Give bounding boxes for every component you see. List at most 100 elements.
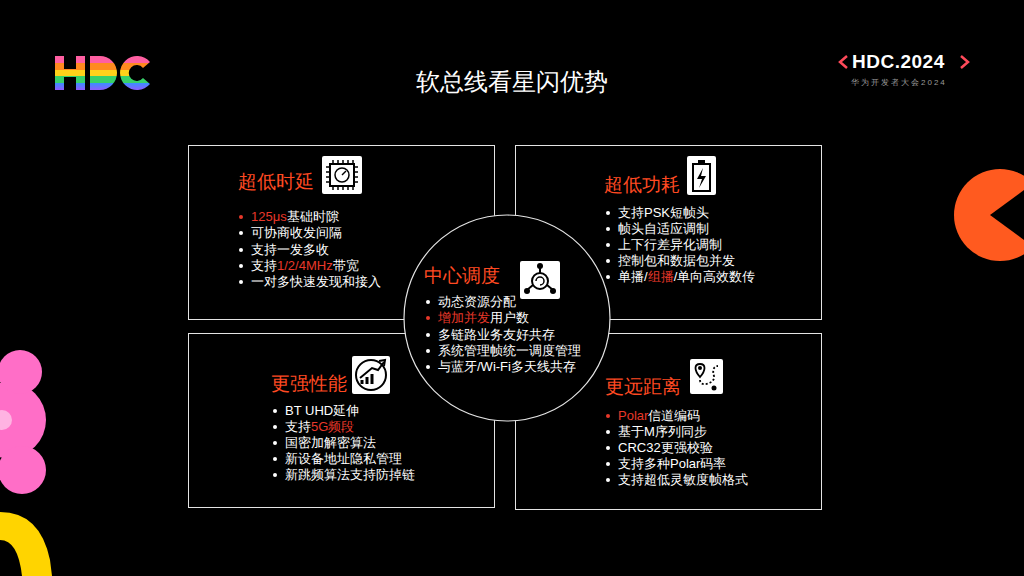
battery-icon (693, 164, 710, 191)
bullet-line: 一对多快速发现和接入 (237, 274, 381, 290)
hub-icon (527, 266, 553, 290)
battery-icon (687, 156, 716, 195)
growth-icon (352, 356, 390, 394)
bullet-dot (606, 446, 610, 450)
highlight-text: 组播 (648, 269, 674, 284)
hub-outline (404, 215, 610, 421)
bullet-line: 动态资源分配 (424, 294, 516, 310)
bullet-line: 国密加解密算法 (271, 435, 376, 451)
box-heading: 更强性能 (271, 372, 347, 396)
hub-icon (537, 263, 543, 269)
bullet-dot (606, 259, 610, 263)
brand-brackets (840, 56, 847, 68)
bullet-text: BT UHD延伸 (285, 403, 359, 418)
bullet-dot (606, 478, 610, 482)
bullet-dot (606, 414, 610, 418)
bullet-text: 信道编码 (648, 408, 700, 423)
bullet-dot (426, 365, 430, 369)
yellow-shape (0, 540, 22, 576)
bullet-line: 多链路业务友好共存 (424, 327, 555, 343)
growth-icon (356, 360, 386, 390)
bullet-line: CRC32更强校验 (604, 440, 713, 456)
bullet-text: 支持超低灵敏度帧格式 (618, 472, 748, 487)
hub-icon (520, 261, 560, 299)
bullet-line: 支持超低灵敏度帧格式 (604, 472, 748, 488)
bullet-text: CRC32更强校验 (618, 440, 713, 455)
highlight-text: 5G频段 (311, 419, 354, 434)
brand-label: HDC.2024 (852, 50, 945, 74)
pink-flower (0, 410, 12, 430)
bullet-line: 基于M序列同步 (604, 424, 707, 440)
battery-icon (697, 168, 706, 188)
highlight-text: Polar (618, 408, 648, 423)
hdc-logo (90, 56, 117, 90)
route-icon (712, 386, 717, 391)
bullet-dot (273, 409, 277, 413)
bullet-text: 多链路业务友好共存 (438, 327, 555, 342)
bullet-line: 支持一发多收 (237, 242, 329, 258)
bullet-line: 与蓝牙/Wi-Fi多天线共存 (424, 359, 578, 375)
bullet-dot (606, 462, 610, 466)
bullet-text: 新设备地址隐私管理 (285, 451, 402, 466)
bullet-dot (426, 333, 430, 337)
bullet-dot (273, 425, 277, 429)
bullet-line: 125μs基础时隙 (237, 209, 339, 225)
bullet-line: 支持PSK短帧头 (604, 205, 709, 221)
bullet-text: 一对多快速发现和接入 (251, 274, 381, 289)
bullet-text: 动态资源分配 (438, 294, 516, 309)
bullet-text: 基于M序列同步 (618, 424, 707, 439)
box-heading: 更远距离 (605, 375, 681, 399)
bullet-line: 新设备地址隐私管理 (271, 451, 402, 467)
bullet-dot (239, 248, 243, 252)
bullet-line: BT UHD延伸 (271, 403, 359, 419)
growth-icon (379, 360, 385, 366)
bullet-dot (606, 211, 610, 215)
highlight-text: 增加并发 (438, 310, 490, 325)
bullet-dot (606, 430, 610, 434)
brand-brackets (961, 56, 968, 68)
bullet-text: 与蓝牙/Wi-Fi多天线共存 (438, 359, 576, 374)
bullet-dot (606, 227, 610, 231)
bullet-line: 上下行差异化调制 (604, 237, 722, 253)
bullet-text: 控制包和数据包并发 (618, 253, 735, 268)
pink-flower (0, 350, 46, 494)
bullet-text: 支持 (285, 419, 311, 434)
chip-icon (322, 156, 362, 194)
bullet-text: 支持一发多收 (251, 242, 329, 257)
route-icon (698, 366, 702, 370)
chip-icon (330, 164, 354, 186)
hub-icon (550, 288, 556, 294)
bullet-dot (273, 457, 277, 461)
bullet-text: 支持PSK短帧头 (618, 205, 709, 220)
bullet-text: 帧头自适应调制 (618, 221, 709, 236)
bullet-text: 国密加解密算法 (285, 435, 376, 450)
orange-shape (990, 190, 1024, 240)
bullet-text: 支持 (251, 258, 277, 273)
bullet-text: 可协商收发间隔 (251, 225, 342, 240)
bullet-line: 增加并发用户数 (424, 310, 529, 326)
bullet-line: 系统管理帧统一调度管理 (424, 343, 581, 359)
chip-icon (342, 171, 346, 175)
bullet-dot (239, 264, 243, 268)
route-icon (690, 359, 723, 394)
bullet-dot (239, 231, 243, 235)
hub-icon (524, 288, 530, 294)
bullet-line: 支持5G频段 (271, 419, 354, 435)
box-heading: 超低功耗 (604, 173, 680, 197)
bullet-dot (273, 441, 277, 445)
bullet-line: 可协商收发间隔 (237, 225, 342, 241)
route-icon (690, 359, 723, 394)
bullet-dot (426, 349, 430, 353)
bullet-line: 单播/组播/单向高效数传 (604, 269, 755, 285)
box-heading: 超低时延 (238, 170, 314, 194)
bullet-dot (606, 243, 610, 247)
bullet-dot (239, 280, 243, 284)
yellow-shape (0, 512, 52, 576)
bullet-line: 新跳频算法支持防掉链 (271, 467, 415, 483)
box-heading: 中心调度 (424, 264, 500, 288)
bullet-text: 上下行差异化调制 (618, 237, 722, 252)
growth-icon (360, 362, 384, 378)
bullet-text: 单播/ (618, 269, 648, 284)
route-icon (696, 364, 705, 377)
